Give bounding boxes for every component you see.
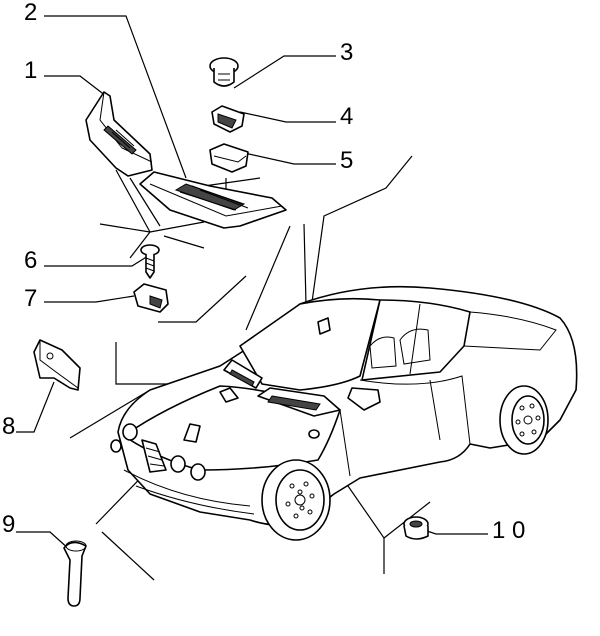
part-9-hose [63, 540, 87, 607]
leader-3 [233, 55, 336, 89]
callout-9: 9 [2, 511, 15, 538]
part-10-plug [403, 516, 429, 540]
leader-10 [423, 529, 488, 535]
leader-5 [239, 151, 336, 165]
leader-2 [44, 15, 187, 179]
callout-7: 7 [24, 285, 37, 312]
part-3-clip [209, 57, 239, 87]
leader-4 [239, 111, 336, 123]
leader-8 [16, 381, 55, 433]
callout-6: 6 [24, 247, 37, 274]
car-illustration [110, 285, 578, 541]
part-5-rectangular-grommet [209, 143, 249, 173]
part-6-screw [140, 244, 160, 279]
leader-6 [44, 255, 149, 267]
leader-9 [16, 531, 71, 551]
callout-2: 2 [24, 0, 37, 26]
callout-3: 3 [340, 39, 353, 66]
part-7-clip [133, 283, 169, 313]
leader-1 [44, 75, 107, 97]
part-2-cowl-grille-right [139, 171, 287, 229]
part-1-cowl-grille-left [85, 91, 153, 177]
callout-4: 4 [340, 103, 353, 130]
callout-5: 5 [340, 147, 353, 174]
callout-10: 1 0 [492, 517, 525, 544]
leader-7 [44, 295, 135, 303]
callout-1: 1 [24, 57, 37, 84]
part-8-bracket [33, 339, 81, 391]
callout-8: 8 [2, 413, 15, 440]
part-4-grommet [211, 105, 245, 133]
